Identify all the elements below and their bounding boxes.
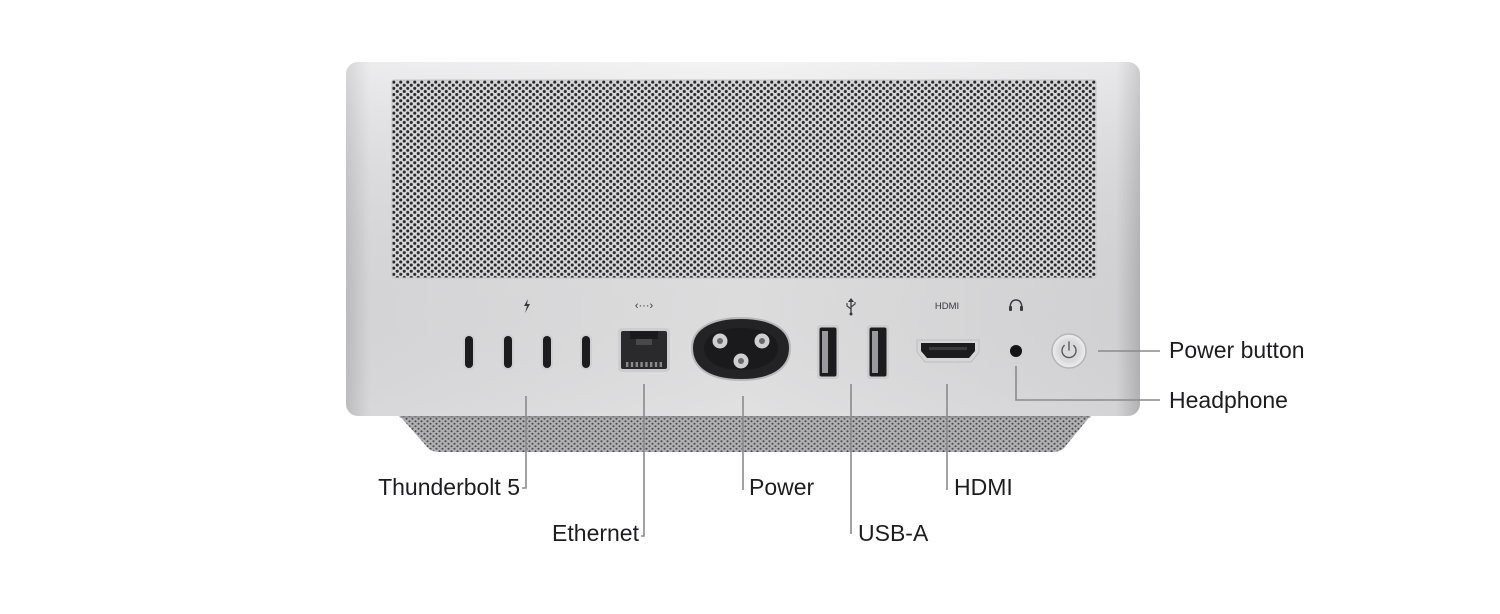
power-icon xyxy=(1061,341,1077,359)
leader-thunderbolt xyxy=(522,396,527,489)
thunderbolt-port[interactable] xyxy=(541,334,553,370)
thunderbolt-icon xyxy=(524,299,530,313)
label-power: Power xyxy=(749,474,815,500)
label-ethernet: Ethernet xyxy=(552,520,639,546)
label-headphone: Headphone xyxy=(1169,387,1288,413)
headphone-jack[interactable] xyxy=(1008,343,1024,359)
label-hdmi: HDMI xyxy=(954,474,1013,500)
headphone-icon xyxy=(1009,299,1023,311)
svg-text:‹···›: ‹···› xyxy=(635,300,654,312)
vent-grille-edge xyxy=(391,79,1097,279)
usb-a-port[interactable] xyxy=(817,325,839,379)
label-thunderbolt: Thunderbolt 5 xyxy=(378,474,520,500)
leader-lines xyxy=(522,350,1160,537)
usb-a-port[interactable] xyxy=(867,325,889,379)
device-foot xyxy=(398,414,1092,452)
vent-grille xyxy=(392,80,1096,278)
label-usb-a: USB-A xyxy=(858,520,929,546)
ethernet-icon: ‹···› xyxy=(635,300,654,312)
leader-headphone xyxy=(1015,366,1160,401)
thunderbolt-port[interactable] xyxy=(463,334,475,370)
power-button[interactable] xyxy=(1051,333,1087,369)
leader-ethernet xyxy=(641,384,645,537)
power-port[interactable] xyxy=(690,316,792,382)
label-power-button: Power button xyxy=(1169,337,1305,363)
usb-a-ports xyxy=(817,325,889,379)
thunderbolt-port[interactable] xyxy=(580,334,592,370)
usb-icon xyxy=(846,298,856,316)
hdmi-icon: HDMI xyxy=(935,301,959,312)
hdmi-port[interactable] xyxy=(916,339,980,363)
thunderbolt-port[interactable] xyxy=(502,334,514,370)
ethernet-port[interactable] xyxy=(618,328,670,372)
thunderbolt-ports xyxy=(463,334,592,370)
